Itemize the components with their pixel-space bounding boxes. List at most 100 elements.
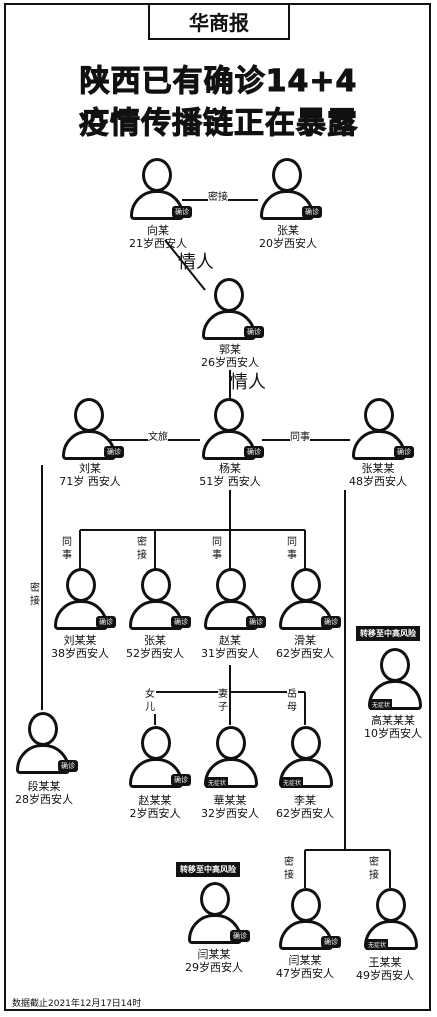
person-yan2: 确诊 [277,888,341,952]
asymptomatic-badge: 无症状 [370,699,393,710]
name-text: 華某某 [213,794,247,807]
head-icon [141,726,171,760]
head-icon [214,278,244,312]
head-icon [291,726,321,760]
person-yang: 确诊 [200,398,264,462]
case-badge: 确诊 [244,326,264,338]
person-wang: 无症状 [362,888,422,952]
desc-text: 26岁西安人 [201,356,259,369]
case-badge: 确诊 [321,936,341,948]
rel-mother-in-law: 岳母 [287,688,298,714]
desc-text: 51岁 西安人 [199,475,261,488]
rel-coworker-4: 同事 [287,536,298,562]
desc-text: 32岁西安人 [201,807,259,820]
head-icon [74,398,104,432]
name-text: 段某某 [27,780,61,793]
head-icon [200,882,230,916]
rel-zhang2-yan: 密接 [284,856,295,882]
desc-text: 62岁西安人 [276,647,334,660]
desc-text: 10岁西安人 [364,727,422,740]
name-text: 郭某 [219,343,241,356]
head-icon [141,568,171,602]
desc-text: 21岁西安人 [129,237,187,250]
rel-xiang-zhang: 密接 [208,192,228,204]
person-zhao: 确诊 [202,568,266,632]
name-text: 赵某 [219,634,241,647]
desc-text: 62岁西安人 [276,807,334,820]
person-zhang1: 确诊 [258,158,322,222]
asymptomatic-badge: 无症状 [206,777,229,788]
desc-text: 52岁西安人 [126,647,184,660]
lover-note-2: 情人 [230,372,266,393]
rel-coworker-2: 密接 [137,536,148,562]
title-line-2: 疫情传播链正在暴露 [79,106,358,142]
head-icon [380,648,410,682]
rel-yang-zhang2: 同事 [290,432,310,444]
name-text: 闫某某 [197,948,231,961]
rel-liu-duan: 密接 [30,582,41,608]
head-icon [291,888,321,922]
case-badge: 确诊 [58,760,78,772]
person-hua2: 无症状 [202,726,262,790]
case-badge: 确诊 [230,930,250,942]
head-icon [272,158,302,192]
rel-wife: 妻子 [218,688,229,714]
rel-liu-yang: 文旅 [148,432,168,444]
person-liu1: 确诊 [60,398,124,462]
case-badge: 确诊 [171,774,191,786]
person-gao: 无症状 [366,648,426,712]
moved-risk-tag-2: 转移至中高风险 [176,862,240,877]
name-text: 杨某 [219,462,241,475]
person-yan: 确诊 [186,882,250,946]
person-guo: 确诊 [200,278,264,342]
moved-risk-tag-1: 转移至中高风险 [356,626,420,641]
name-text: 向某 [147,224,169,237]
data-cutoff-note: 数据截止2021年12月17日14时 [12,999,142,1009]
name-text: 王某某 [368,956,402,969]
case-badge: 确诊 [96,616,116,628]
rel-coworker-1: 同事 [62,536,73,562]
name-text: 刘某某 [63,634,97,647]
case-badge: 确诊 [104,446,124,458]
case-badge: 确诊 [394,446,414,458]
brand-name: 华商报 [189,10,249,35]
rel-daughter: 女儿 [145,688,156,714]
person-hua: 确诊 [277,568,341,632]
person-zhao2: 确诊 [127,726,191,790]
desc-text: 20岁西安人 [259,237,317,250]
desc-text: 71岁 西安人 [59,475,121,488]
head-icon [214,398,244,432]
asymptomatic-badge: 无症状 [281,777,304,788]
name-text: 张某 [277,224,299,237]
case-badge: 确诊 [171,616,191,628]
asymptomatic-badge: 无症状 [366,939,389,950]
page-frame [4,3,431,1011]
name-text: 闫某某 [288,954,322,967]
head-icon [28,712,58,746]
head-icon [66,568,96,602]
desc-text: 48岁西安人 [349,475,407,488]
rel-zhang2-wang: 密接 [369,856,380,882]
head-icon [142,158,172,192]
title-line-1: 陕西已有确诊14+4 [79,64,358,100]
rel-coworker-3: 同事 [212,536,223,562]
name-text: 张某 [144,634,166,647]
head-icon [216,726,246,760]
line-xiang-guo [164,239,206,291]
person-zhang2: 确诊 [350,398,414,462]
name-text: 滑某 [294,634,316,647]
name-text: 李某 [294,794,316,807]
